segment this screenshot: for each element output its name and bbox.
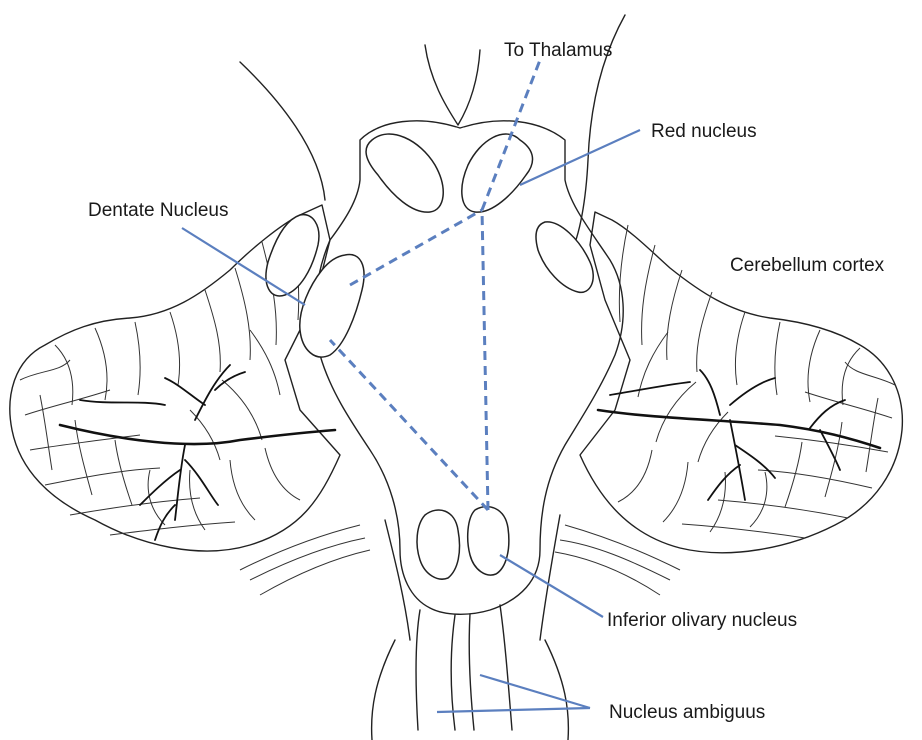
left-red-nucleus bbox=[366, 134, 443, 212]
label-dentate-nucleus: Dentate Nucleus bbox=[88, 201, 228, 220]
nuclei bbox=[266, 134, 593, 579]
label-inferior-olivary-nucleus: Inferior olivary nucleus bbox=[607, 611, 797, 630]
right-inferior-olive bbox=[468, 507, 509, 575]
label-cerebellum-cortex: Cerebellum cortex bbox=[730, 256, 884, 275]
pathway-dentate-to-red bbox=[350, 210, 482, 285]
leader-red-nucleus bbox=[520, 130, 640, 185]
leader-ambiguus-1 bbox=[480, 675, 590, 708]
right-red-nucleus bbox=[462, 134, 533, 212]
pathway-olive-to-thalamus bbox=[482, 60, 540, 510]
left-dentate-nucleus bbox=[266, 215, 319, 296]
label-nucleus-ambiguus: Nucleus ambiguus bbox=[609, 703, 765, 722]
brainstem bbox=[240, 15, 680, 740]
vessels bbox=[60, 365, 880, 540]
left-inferior-olive bbox=[417, 510, 460, 579]
label-to-thalamus: To Thalamus bbox=[504, 41, 612, 60]
right-cerebellar-nucleus bbox=[536, 222, 593, 293]
label-red-nucleus: Red nucleus bbox=[651, 122, 757, 141]
leader-lines bbox=[182, 130, 640, 712]
